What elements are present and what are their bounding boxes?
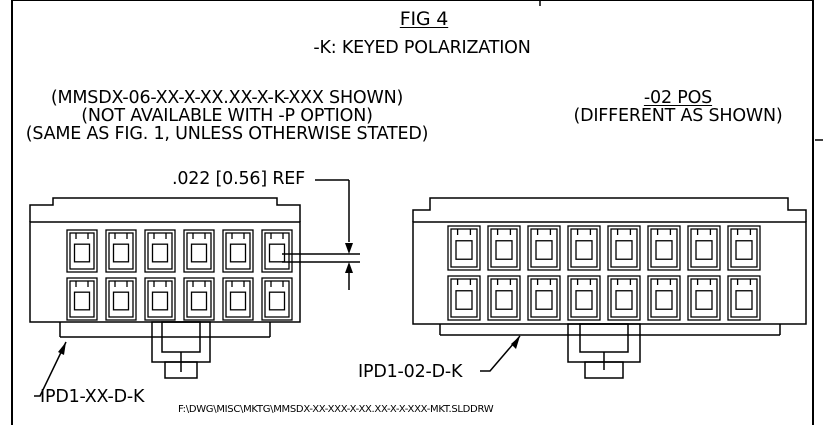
contact-cavity bbox=[607, 225, 641, 271]
contact-cavity bbox=[647, 275, 681, 321]
contact-cavity bbox=[144, 277, 176, 321]
contact-cavity bbox=[567, 225, 601, 271]
contact-cavity bbox=[447, 225, 481, 271]
contact-cavity bbox=[105, 277, 137, 321]
dimension-lines bbox=[282, 179, 360, 290]
right-note-line: -02 POS bbox=[643, 88, 713, 108]
contact-cavity bbox=[487, 275, 521, 321]
contact-cavity bbox=[183, 277, 215, 321]
right-contact-cavities bbox=[447, 225, 761, 321]
dimension-metric: [0.56] bbox=[215, 169, 268, 189]
contact-cavity bbox=[66, 277, 98, 321]
border-frame bbox=[11, 0, 814, 425]
right-connector-outline bbox=[412, 197, 807, 379]
contact-cavity bbox=[487, 225, 521, 271]
contact-cavity bbox=[105, 229, 137, 273]
contact-cavity bbox=[567, 275, 601, 321]
contact-cavity bbox=[66, 229, 98, 273]
contact-cavity bbox=[607, 275, 641, 321]
contact-cavity bbox=[447, 275, 481, 321]
dimension-value: .022 bbox=[172, 169, 211, 189]
dimension-label: .022 [0.56] REF bbox=[172, 169, 306, 189]
left-contact-cavities bbox=[66, 229, 293, 321]
contact-cavity bbox=[687, 275, 721, 321]
left-connector-outline bbox=[29, 197, 301, 379]
contact-cavity bbox=[261, 277, 293, 321]
left-note-line: (SAME AS FIG. 1, UNLESS OTHERWISE STATED… bbox=[25, 124, 429, 144]
contact-cavity bbox=[527, 275, 561, 321]
figure-title: FIG 4 bbox=[399, 8, 449, 30]
file-path: F:\DWG\MISC\MKTG\MMSDX-XX-XXX-X-XX.XX-X-… bbox=[178, 404, 494, 415]
contact-cavity bbox=[144, 229, 176, 273]
contact-cavity bbox=[687, 225, 721, 271]
left-note-line: (NOT AVAILABLE WITH -P OPTION) bbox=[81, 106, 373, 126]
contact-cavity bbox=[183, 229, 215, 273]
contact-cavity bbox=[527, 225, 561, 271]
contact-cavity bbox=[222, 229, 254, 273]
right-note-line: (DIFFERENT AS SHOWN) bbox=[573, 106, 783, 126]
leader-lines bbox=[34, 335, 521, 397]
contact-cavity bbox=[647, 225, 681, 271]
contact-cavity bbox=[727, 275, 761, 321]
left-callout: IPD1-XX-D-K bbox=[40, 387, 145, 407]
dimension-suffix: REF bbox=[272, 169, 306, 189]
contact-cavity bbox=[261, 229, 293, 273]
contact-cavity bbox=[222, 277, 254, 321]
right-callout: IPD1-02-D-K bbox=[358, 362, 463, 382]
contact-cavity bbox=[727, 225, 761, 271]
left-note-line: (MMSDX-06-XX-X-XX.XX-X-K-XXX SHOWN) bbox=[50, 88, 404, 108]
figure-subtitle: -K: KEYED POLARIZATION bbox=[313, 38, 531, 58]
